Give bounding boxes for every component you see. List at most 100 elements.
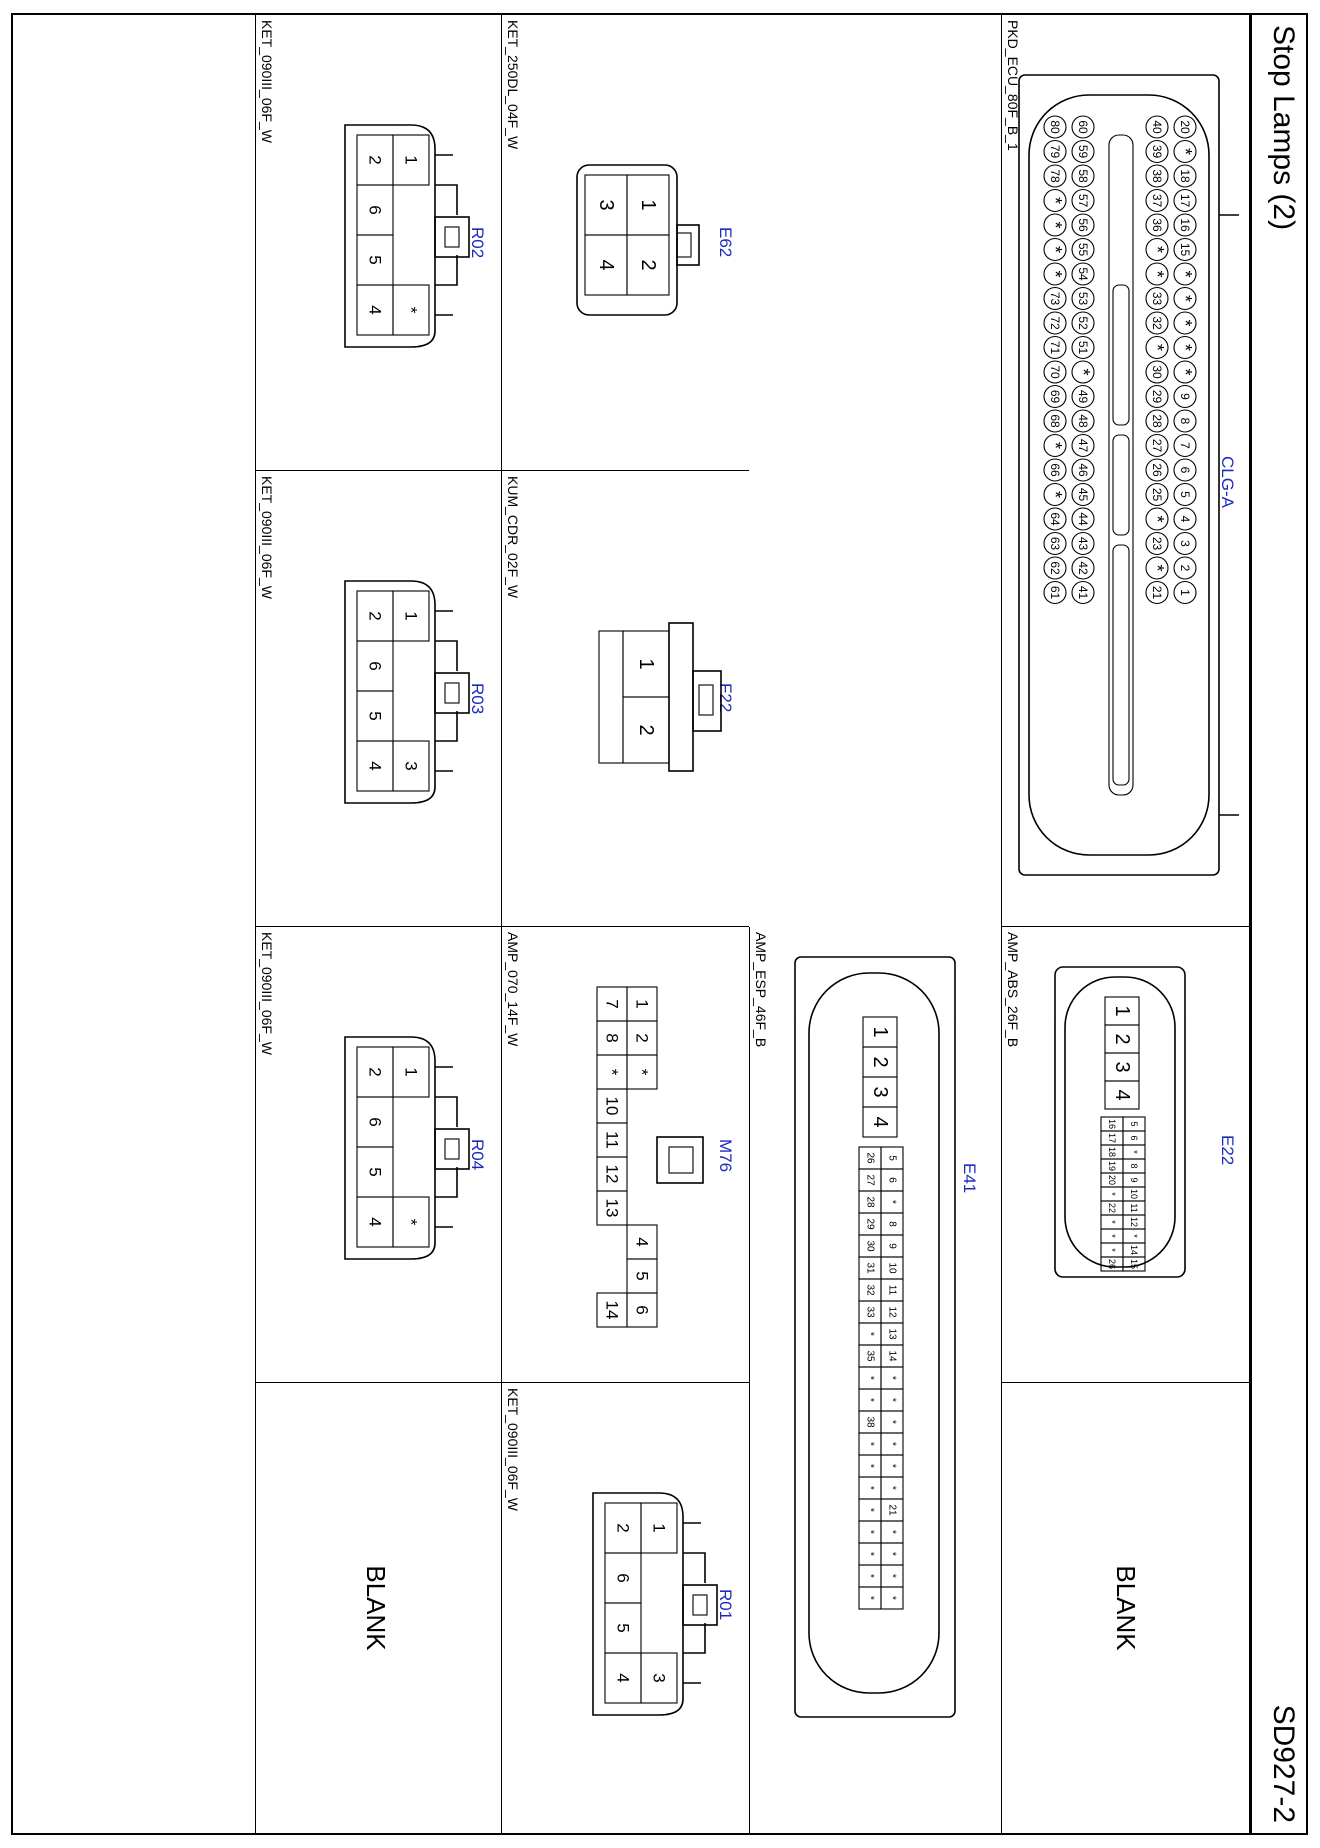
pin-label: 26 bbox=[865, 1152, 876, 1164]
pin-label: 2 bbox=[1178, 565, 1192, 572]
pin-label: 32 bbox=[865, 1284, 876, 1296]
pin-label: * bbox=[1175, 319, 1195, 326]
pin-label: 4 bbox=[614, 1673, 633, 1682]
pin-label: 29 bbox=[1150, 390, 1164, 404]
pin-label: 47 bbox=[1076, 439, 1090, 453]
pin-label: 79 bbox=[1048, 145, 1062, 159]
blank-label: BLANK bbox=[1111, 1565, 1141, 1651]
pin-cavity bbox=[604, 1652, 642, 1704]
pin-label: 4 bbox=[366, 1217, 385, 1226]
part-number: KET_090III_06F_W bbox=[259, 20, 275, 143]
pin-label: 18 bbox=[1107, 1147, 1117, 1157]
pin-cavity bbox=[1145, 384, 1169, 409]
pin-cavity bbox=[1145, 409, 1169, 433]
pin-label: 53 bbox=[1076, 292, 1090, 306]
pin-label: * bbox=[1147, 564, 1167, 571]
pin-label: 6 bbox=[366, 661, 385, 670]
pin-label: 4 bbox=[1111, 1089, 1133, 1100]
pin-cavity bbox=[1043, 188, 1067, 213]
pin-cavity bbox=[1145, 507, 1169, 531]
pin-label: 2 bbox=[637, 259, 659, 270]
pin-cavity bbox=[1173, 458, 1197, 482]
pin-label: 51 bbox=[1076, 341, 1090, 355]
pin-cavity bbox=[356, 1196, 394, 1248]
pin-label: 19 bbox=[1107, 1161, 1117, 1171]
pin-label: 13 bbox=[603, 1199, 622, 1218]
pin-label: 8 bbox=[1178, 418, 1192, 425]
pin-label: 66 bbox=[1048, 463, 1062, 477]
pin-cavity bbox=[584, 234, 628, 296]
empty-band bbox=[13, 15, 255, 1833]
pin-label: * bbox=[1107, 1248, 1117, 1252]
pin-cavity bbox=[1145, 237, 1169, 262]
pin-label: 28 bbox=[865, 1196, 876, 1208]
pin-cavity bbox=[596, 1292, 628, 1328]
pin-label: 26 bbox=[1150, 463, 1164, 477]
pin-label: * bbox=[402, 307, 421, 314]
pin-label: 61 bbox=[1048, 586, 1062, 600]
pin-label: 25 bbox=[1150, 488, 1164, 502]
pin-cavity bbox=[1071, 286, 1095, 311]
pin-label: * bbox=[865, 1332, 876, 1336]
pin-label: 7 bbox=[1178, 442, 1192, 449]
pin-label: 36 bbox=[1150, 218, 1164, 232]
pin-cavity bbox=[1173, 164, 1197, 188]
pin-label: 1 bbox=[633, 999, 652, 1008]
pin-label: 4 bbox=[366, 305, 385, 314]
pin-label: 7 bbox=[603, 999, 622, 1008]
pin-cavity bbox=[1173, 311, 1197, 335]
pin-label: 33 bbox=[865, 1306, 876, 1318]
part-number: KET_090III_06F_W bbox=[259, 476, 275, 599]
pin-label: 14 bbox=[1129, 1245, 1139, 1255]
part-number: PKD_ECU_80F_B_1 bbox=[1005, 20, 1021, 151]
pin-label: 1 bbox=[402, 611, 421, 620]
pin-label: 11 bbox=[1129, 1203, 1139, 1212]
pin-label: 11 bbox=[603, 1131, 622, 1149]
pin-label: 49 bbox=[1076, 390, 1090, 404]
pin-cavity bbox=[862, 1106, 898, 1138]
blank-label: BLANK bbox=[361, 1565, 391, 1651]
pin-label: 5 bbox=[1129, 1121, 1139, 1126]
pin-label: * bbox=[1147, 246, 1167, 253]
pin-cavity bbox=[1173, 237, 1197, 262]
pin-label: 30 bbox=[1150, 365, 1164, 379]
pin-label: 58 bbox=[1076, 169, 1090, 183]
pin-label: * bbox=[887, 1596, 898, 1600]
pin-label: 45 bbox=[1076, 488, 1090, 502]
pin-label: 33 bbox=[1150, 292, 1164, 306]
pin-label: * bbox=[1045, 221, 1065, 228]
pin-label: 4 bbox=[366, 761, 385, 770]
pin-cavity bbox=[1145, 482, 1169, 507]
pin-label: * bbox=[865, 1574, 876, 1578]
pin-label: 72 bbox=[1048, 316, 1062, 330]
pin-cavity bbox=[1043, 311, 1067, 335]
pin-label: 2 bbox=[635, 724, 657, 735]
pin-label: 28 bbox=[1150, 414, 1164, 428]
pin-label: 11 bbox=[887, 1285, 898, 1296]
pin-cavity bbox=[1173, 507, 1197, 531]
pin-label: 8 bbox=[1129, 1163, 1139, 1168]
connector-clga-drawing: 123456789*****15161718*2021*23*252627282… bbox=[1018, 74, 1239, 876]
pin-cavity bbox=[1071, 311, 1095, 335]
pin-label: 57 bbox=[1076, 194, 1090, 208]
pin-label: 44 bbox=[1076, 512, 1090, 526]
pin-label: * bbox=[887, 1552, 898, 1556]
pin-cavity bbox=[1043, 262, 1067, 286]
pin-label: * bbox=[1147, 515, 1167, 522]
pin-cavity bbox=[1145, 311, 1169, 335]
pin-cavity bbox=[1071, 384, 1095, 409]
pin-cavity bbox=[1071, 458, 1095, 482]
pin-label: 27 bbox=[865, 1174, 876, 1186]
pin-cavity bbox=[1043, 237, 1067, 262]
pin-label: * bbox=[865, 1508, 876, 1512]
pin-label: 8 bbox=[887, 1221, 898, 1227]
pin-cavity bbox=[596, 1190, 628, 1226]
pin-label: 2 bbox=[614, 1523, 633, 1532]
pin-cavity bbox=[1071, 237, 1095, 262]
